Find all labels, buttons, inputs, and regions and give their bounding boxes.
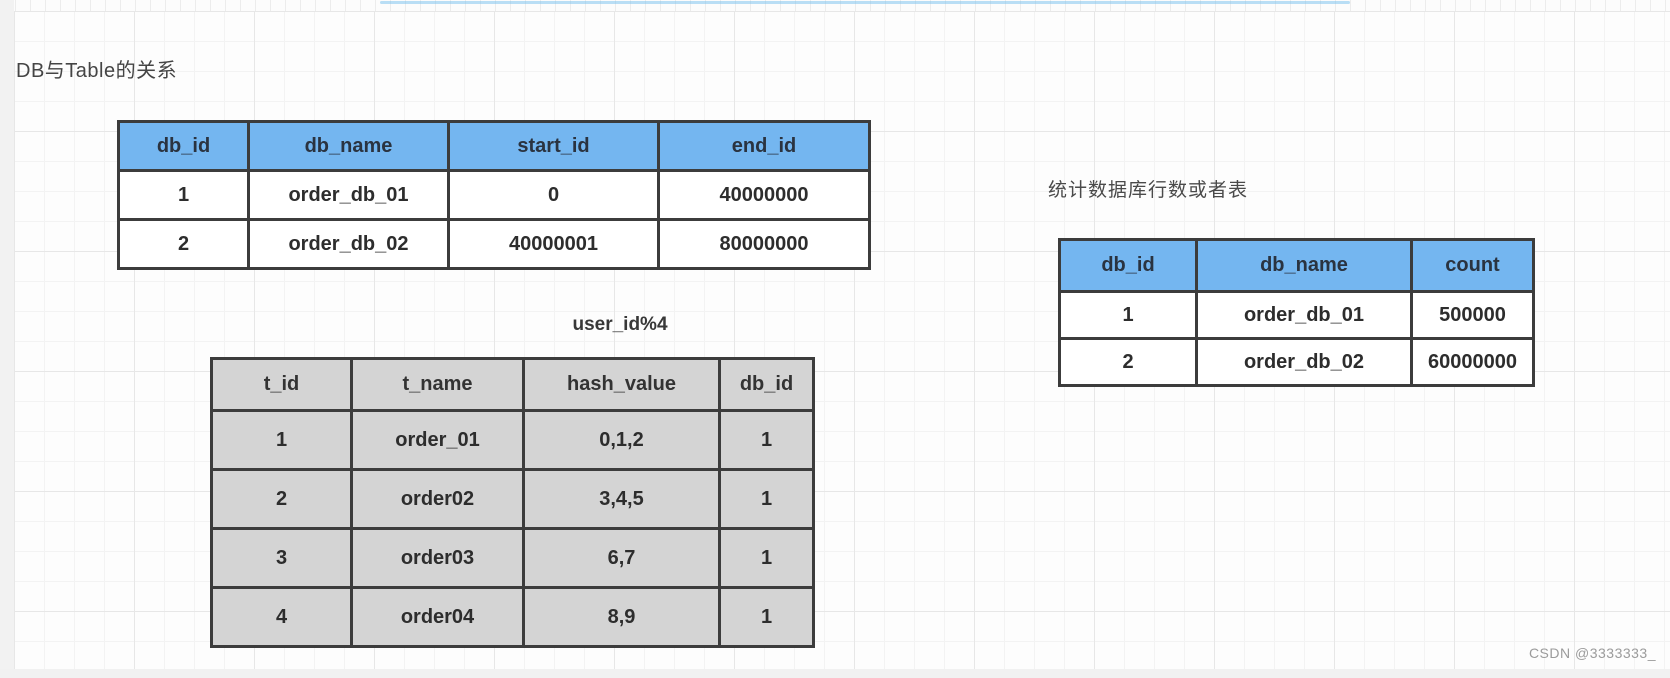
column-header: t_name xyxy=(350,357,525,412)
hash-mapping-table: t_id t_name hash_value db_id 1 order_01 … xyxy=(210,357,815,648)
table-cell: 1 xyxy=(1058,290,1198,340)
table-cell: 1 xyxy=(718,586,815,648)
table-cell: order_db_01 xyxy=(1195,290,1413,340)
column-header: db_name xyxy=(1195,238,1413,293)
column-header: hash_value xyxy=(522,357,721,412)
table-row: 1 order_db_01 500000 xyxy=(1058,290,1535,340)
table-row: 1 order_01 0,1,2 1 xyxy=(210,409,815,471)
column-header: end_id xyxy=(657,120,871,172)
csdn-watermark: CSDN @3333333_ xyxy=(1528,645,1656,661)
table-cell: 40000001 xyxy=(447,218,660,270)
table-cell: order04 xyxy=(350,586,525,648)
table-cell: 500000 xyxy=(1410,290,1535,340)
table-cell: 3 xyxy=(210,527,353,589)
count-table-label: 统计数据库行数或者表 xyxy=(1048,180,1249,201)
table-row: 1 order_db_01 0 40000000 xyxy=(117,169,871,221)
table-cell: order02 xyxy=(350,468,525,530)
table-cell: 8,9 xyxy=(522,586,721,648)
table-header-row: db_id db_name count xyxy=(1058,238,1535,293)
table-row: 3 order03 6,7 1 xyxy=(210,527,815,589)
table-cell: order_db_02 xyxy=(247,218,450,270)
table-cell: 6,7 xyxy=(522,527,721,589)
table-row: 2 order02 3,4,5 1 xyxy=(210,468,815,530)
table-cell: 40000000 xyxy=(657,169,871,221)
table-cell: order_01 xyxy=(350,409,525,471)
table-cell: 1 xyxy=(718,527,815,589)
table-cell: 2 xyxy=(210,468,353,530)
table-row: 4 order04 8,9 1 xyxy=(210,586,815,648)
column-header: db_id xyxy=(117,120,250,172)
column-header: db_id xyxy=(1058,238,1198,293)
column-header: start_id xyxy=(447,120,660,172)
top-blue-line xyxy=(380,1,1350,4)
table-cell: 0 xyxy=(447,169,660,221)
table-cell: 60000000 xyxy=(1410,337,1535,387)
table-cell: 0,1,2 xyxy=(522,409,721,471)
table-cell: 3,4,5 xyxy=(522,468,721,530)
top-edge-strip xyxy=(0,0,1670,11)
table-cell: order03 xyxy=(350,527,525,589)
table-cell: 1 xyxy=(117,169,250,221)
left-edge-strip xyxy=(0,0,14,678)
hash-table-caption: user_id%4 xyxy=(572,314,668,335)
column-header: db_name xyxy=(247,120,450,172)
table-cell: 80000000 xyxy=(657,218,871,270)
table-cell: 2 xyxy=(117,218,250,270)
table-cell: 1 xyxy=(718,468,815,530)
column-header: count xyxy=(1410,238,1535,293)
table-cell: order_db_01 xyxy=(247,169,450,221)
table-cell: 1 xyxy=(718,409,815,471)
column-header: t_id xyxy=(210,357,353,412)
table-row: 2 order_db_02 60000000 xyxy=(1058,337,1535,387)
table-header-row: db_id db_name start_id end_id xyxy=(117,120,871,172)
table-row: 2 order_db_02 40000001 80000000 xyxy=(117,218,871,270)
page-title: DB与Table的关系 xyxy=(16,60,178,82)
table-cell: 2 xyxy=(1058,337,1198,387)
column-header: db_id xyxy=(718,357,815,412)
table-cell: 1 xyxy=(210,409,353,471)
table-header-row: t_id t_name hash_value db_id xyxy=(210,357,815,412)
table-cell: order_db_02 xyxy=(1195,337,1413,387)
db-range-table: db_id db_name start_id end_id 1 order_db… xyxy=(117,120,871,270)
bottom-edge-strip xyxy=(0,669,1670,678)
db-count-table: db_id db_name count 1 order_db_01 500000… xyxy=(1058,238,1535,387)
table-cell: 4 xyxy=(210,586,353,648)
